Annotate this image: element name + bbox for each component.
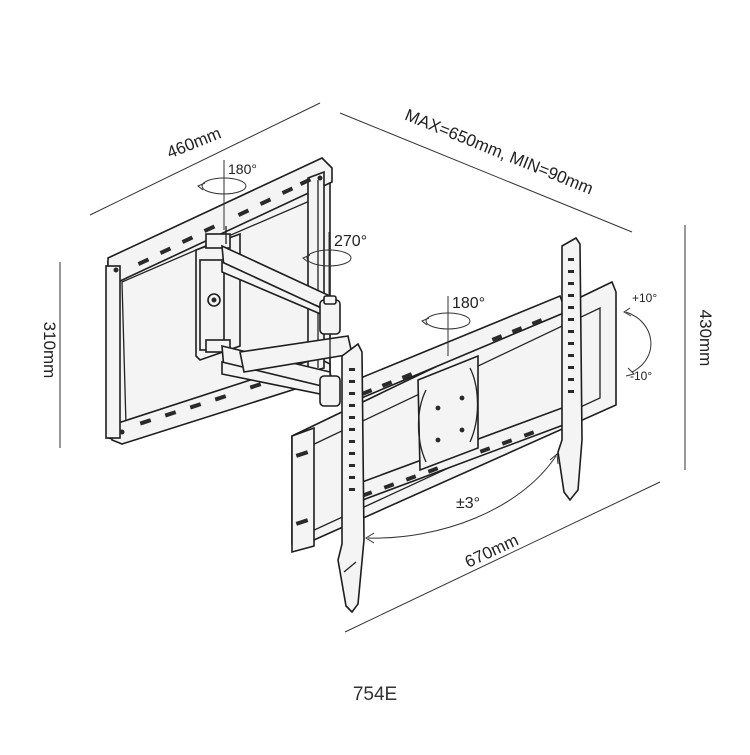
label-tv-height: 430mm [696, 310, 715, 367]
tilt-indicator: +10° -10° [623, 291, 657, 383]
dim-line-wall-width [89, 102, 321, 216]
label-tilt-up: +10° [632, 291, 657, 305]
rotation-elbow-indicator: 270° [302, 232, 367, 296]
label-extension: MAX=650mm, MIN=90mm [402, 105, 596, 198]
tv-arm-right [557, 236, 583, 502]
label-level-adjust: ±3° [456, 495, 480, 512]
upper-arm [221, 244, 333, 320]
elbow-joint [319, 295, 341, 407]
dim-line-tv-width [344, 481, 661, 633]
label-wall-height: 310mm [40, 322, 59, 379]
rotation-tv-swivel-indicator: 180° [421, 295, 485, 356]
dim-line-extension [339, 112, 633, 233]
label-wall-width: 460mm [164, 123, 224, 162]
tv-bracket [291, 280, 617, 554]
label-tv-width: 670mm [462, 530, 521, 571]
label-tilt-down: -10° [630, 369, 652, 383]
label-rotation-tv-swivel: 180° [452, 295, 485, 312]
wall-plate-slots-top [137, 177, 312, 266]
rotation-wall-pivot-indicator: 180° [197, 160, 257, 230]
tv-bracket-slots-bottom [361, 430, 535, 498]
tv-arm-left [337, 342, 365, 614]
level-adjust-indicator: ±3° [365, 452, 559, 544]
wall-plate-slots-bottom [139, 374, 287, 426]
label-rotation-wall-pivot: 180° [228, 161, 257, 177]
tv-bracket-slots-top [361, 318, 543, 396]
label-rotation-elbow: 270° [334, 233, 367, 250]
model-number: 754E [352, 684, 398, 705]
